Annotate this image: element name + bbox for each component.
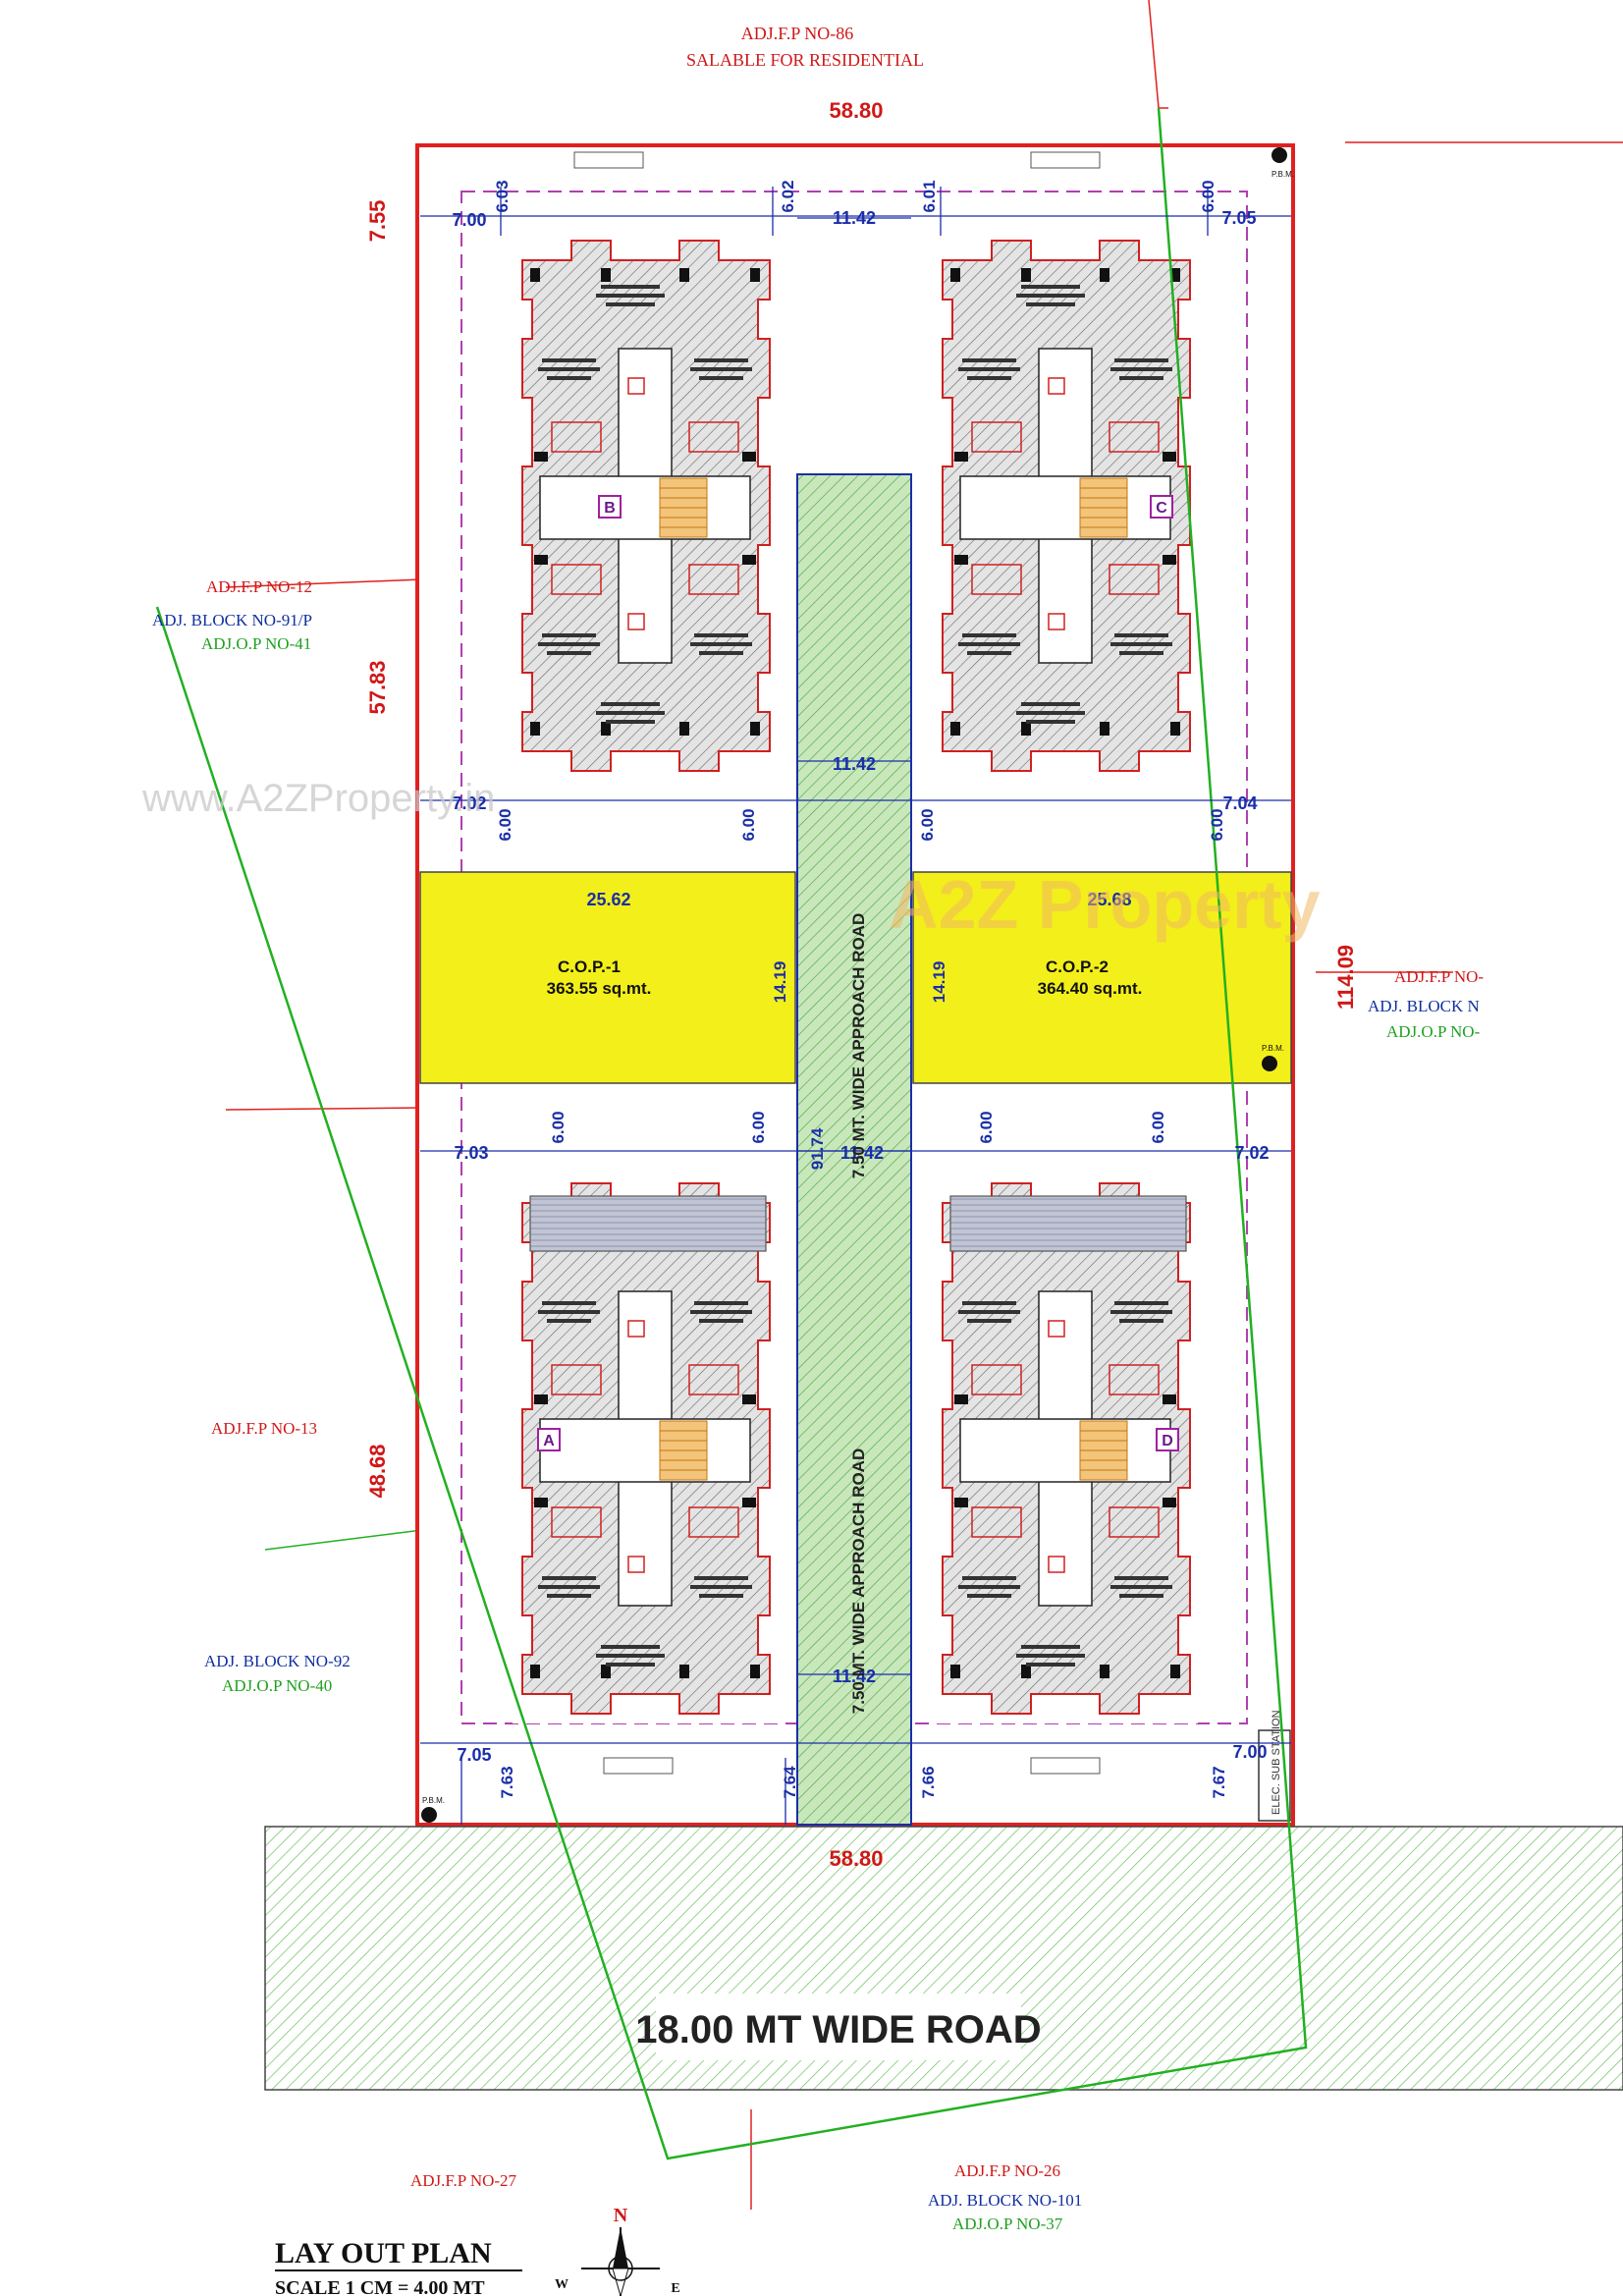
dim-top-6: 7.05 [1221, 208, 1256, 228]
pbm-label-bottom: P.B.M. [422, 1796, 445, 1805]
dim-lower-5: 6.00 [1149, 1111, 1167, 1143]
dim-lower-2: 6.00 [749, 1111, 768, 1143]
top-neighbour-use: SALABLE FOR RESIDENTIAL [686, 50, 924, 70]
left-neighbour-op-41: ADJ.O.P NO-41 [201, 634, 311, 653]
compass-north: N [614, 2205, 628, 2226]
watermark-url: www.A2ZProperty.in [141, 777, 495, 820]
dim-upper-2: 6.00 [739, 808, 758, 841]
top-neighbour-fp: ADJ.F.P NO-86 [741, 24, 853, 43]
dim-top-0: 7.00 [452, 210, 486, 230]
watermark-brand: A2Z Property [889, 866, 1321, 943]
dim-bottom-1: 7.63 [498, 1766, 516, 1798]
left-neighbour-fp-13: ADJ.F.P NO-13 [211, 1419, 317, 1438]
cop2-width: 25.68 [1087, 890, 1131, 909]
north-arrow-icon [581, 2227, 660, 2296]
dim-upper-6: 7.04 [1222, 793, 1257, 813]
tower-b [512, 230, 779, 782]
approach-road-label-lower: 7.50 MT. WIDE APPROACH ROAD [849, 1449, 868, 1714]
cop-2-area [912, 871, 1292, 1084]
left-neighbour-op-40: ADJ.O.P NO-40 [222, 1676, 332, 1695]
main-road-label: 18.00 MT WIDE ROAD [635, 2008, 1041, 2051]
block-c-label: C [1156, 500, 1167, 517]
dim-top-4: 6.01 [920, 180, 939, 212]
dim-lower-center-gap: 11.42 [833, 1667, 876, 1686]
block-labels: B C A D [537, 495, 1179, 1451]
compass-east: E [671, 2281, 679, 2296]
plot-bottom-width: 58.80 [829, 1846, 883, 1871]
internal-approach-road [796, 473, 912, 1826]
block-b-label: B [604, 500, 616, 517]
dim-lower-3: 11.42 [840, 1143, 884, 1163]
block-d-label: D [1162, 1433, 1173, 1449]
right-neighbour-op: ADJ.O.P NO- [1386, 1022, 1481, 1041]
right-neighbour-fp: ADJ.F.P NO- [1394, 967, 1484, 986]
pbm-label-mid: P.B.M. [1262, 1044, 1284, 1053]
plan-scale: SCALE 1 CM = 4.00 MT [275, 2277, 485, 2296]
dim-bottom-3: 7.66 [919, 1766, 938, 1798]
substation-label: ELEC. SUB STATION [1271, 1710, 1282, 1815]
bottom-neighbour-op-37: ADJ.O.P NO-37 [952, 2214, 1063, 2233]
bottom-neighbour-fp-27: ADJ.F.P NO-27 [410, 2171, 517, 2190]
block-a-label: A [543, 1433, 555, 1449]
dim-upper-5: 6.00 [1208, 808, 1226, 841]
road-length: 91.74 [808, 1127, 827, 1170]
left-neighbour-block-92: ADJ. BLOCK NO-92 [204, 1652, 351, 1670]
dim-lower-1: 6.00 [549, 1111, 568, 1143]
dim-lower-0: 7.03 [454, 1143, 488, 1163]
cop1-width: 25.62 [586, 890, 630, 909]
cop2-depth: 14.19 [930, 961, 948, 1004]
plot-left-upper: 7.55 [365, 200, 390, 243]
dim-lower-6: 7.02 [1234, 1143, 1269, 1163]
approach-road-label-upper: 7.50 MT. WIDE APPROACH ROAD [849, 913, 868, 1178]
dim-bottom-5: 7.00 [1232, 1742, 1267, 1762]
right-neighbour-block: ADJ. BLOCK N [1368, 997, 1480, 1015]
pbm-label-top: P.B.M. [1271, 170, 1294, 179]
plan-title: LAY OUT PLAN [275, 2237, 492, 2269]
cop1-name: C.O.P.-1 [558, 957, 621, 976]
dim-bottom-2: 7.64 [781, 1766, 799, 1799]
bottom-neighbour-fp-26: ADJ.F.P NO-26 [954, 2161, 1060, 2180]
dim-upper-1: 6.00 [496, 808, 514, 841]
dim-bottom-4: 7.67 [1210, 1766, 1228, 1798]
plot-left-lower: 48.68 [365, 1444, 390, 1498]
left-neighbour-fp-12: ADJ.F.P NO-12 [206, 577, 312, 596]
cop2-area: 364.40 sq.mt. [1038, 979, 1143, 998]
plot-total-depth: 114.09 [1333, 945, 1358, 1010]
dim-bottom-0: 7.05 [457, 1745, 491, 1765]
cop1-area: 363.55 sq.mt. [547, 979, 652, 998]
compass-west: W [555, 2277, 568, 2292]
dim-top-3: 11.42 [833, 208, 876, 228]
plot-left-mid: 57.83 [365, 660, 390, 714]
cop-1-area [419, 871, 796, 1084]
cop2-name: C.O.P.-2 [1046, 957, 1109, 976]
dim-lower-4: 6.00 [977, 1111, 996, 1143]
dim-upper-4: 6.00 [918, 808, 937, 841]
dim-top-5: 6.00 [1199, 180, 1217, 212]
dim-upper-3: 11.42 [833, 754, 876, 774]
dim-upper-0: 7.02 [452, 793, 486, 813]
left-neighbour-block-91: ADJ. BLOCK NO-91/P [152, 611, 312, 629]
bottom-neighbour-block-101: ADJ. BLOCK NO-101 [928, 2191, 1082, 2210]
cop1-depth: 14.19 [771, 961, 789, 1004]
dim-top-1: 6.03 [493, 180, 512, 212]
dim-top-2: 6.02 [779, 180, 797, 212]
plot-top-width: 58.80 [829, 98, 883, 123]
